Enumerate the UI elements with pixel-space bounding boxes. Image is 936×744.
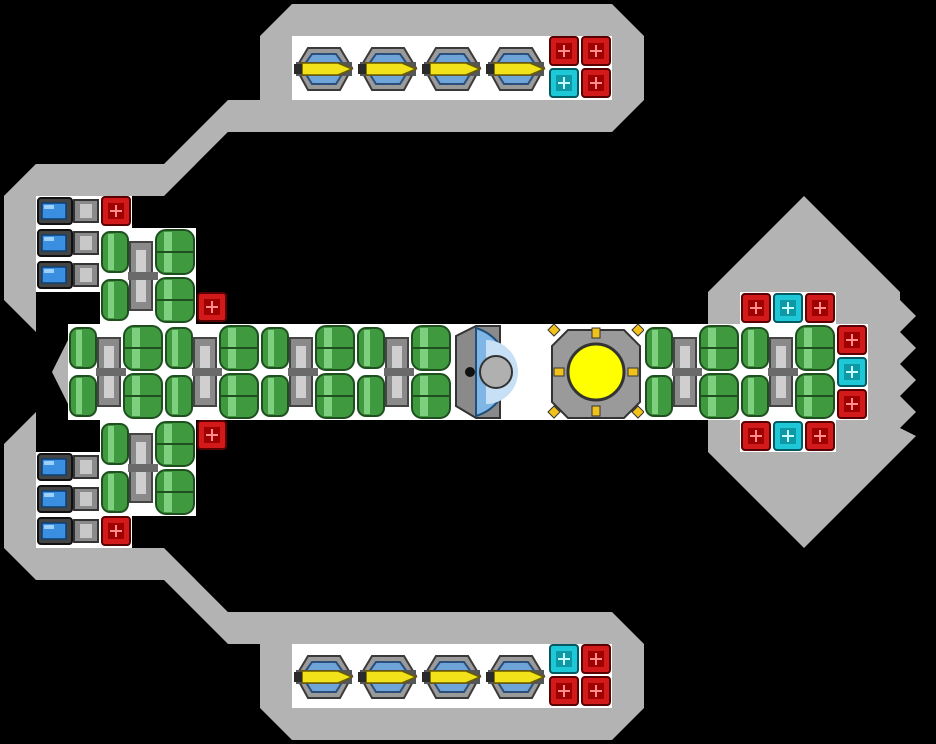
cockpit-dome — [452, 324, 544, 420]
left-upper-batteries — [35, 195, 227, 325]
right-pod-crates — [740, 292, 868, 452]
left-lower-batteries — [35, 419, 227, 548]
top-missile-bay — [292, 36, 612, 100]
reactor-core — [547, 323, 645, 420]
bottom-missile-bay — [292, 644, 612, 708]
right-spine — [643, 323, 837, 421]
